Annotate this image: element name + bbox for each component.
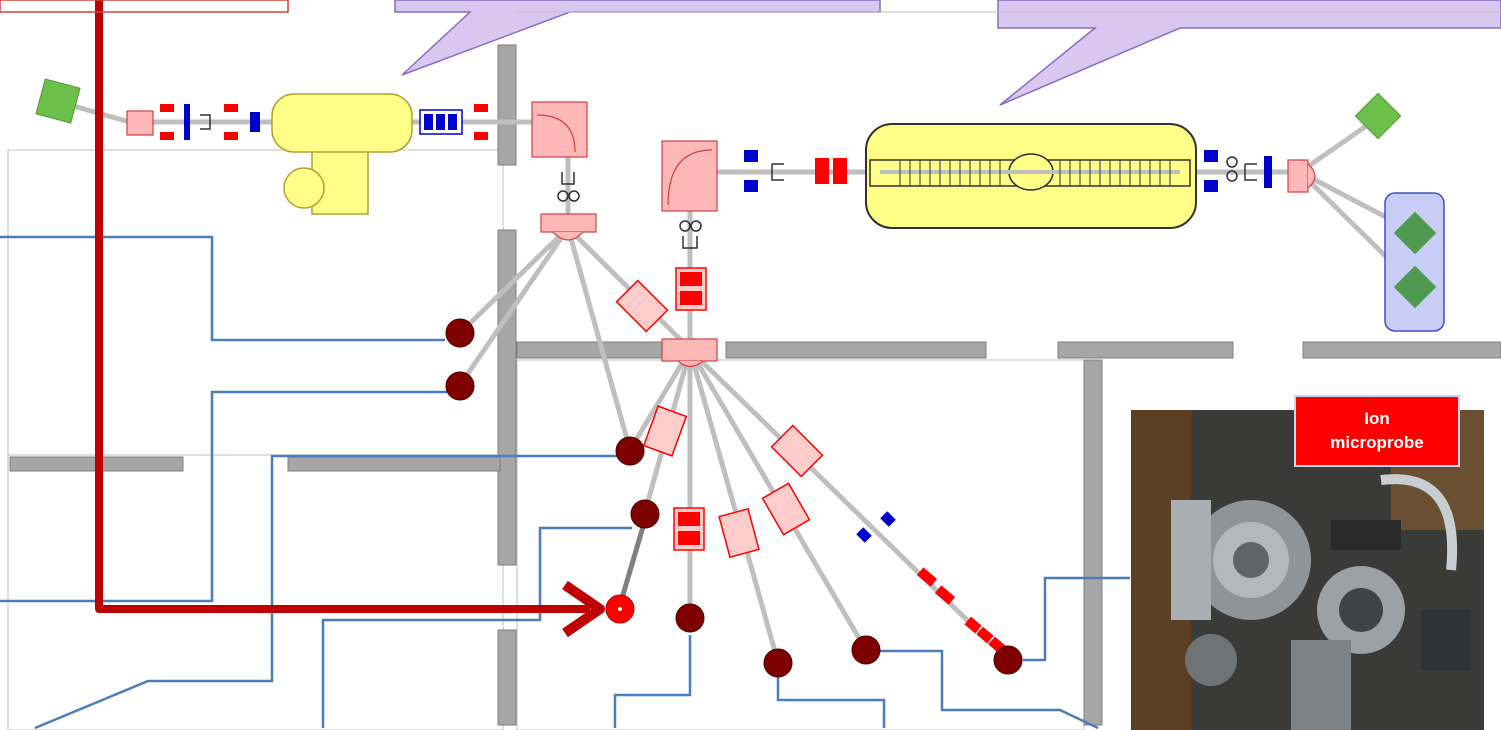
ion-microprobe-label: Ion microprobe <box>1294 395 1460 467</box>
beam-optics <box>160 104 1272 654</box>
cables <box>0 235 1295 730</box>
active-branch <box>617 519 648 606</box>
highlight-arrow <box>95 0 605 638</box>
target-stations <box>445 318 1023 678</box>
injector-accelerator <box>271 93 413 215</box>
ion-sources <box>35 78 1402 140</box>
ion-microprobe-text: Ion microprobe <box>1330 409 1424 452</box>
walls <box>9 44 1501 726</box>
tandem-accelerator <box>865 123 1197 229</box>
detector-box <box>1384 192 1445 332</box>
callout-right <box>997 0 1501 106</box>
bending-magnets <box>126 101 1316 368</box>
callout-left <box>394 0 881 76</box>
